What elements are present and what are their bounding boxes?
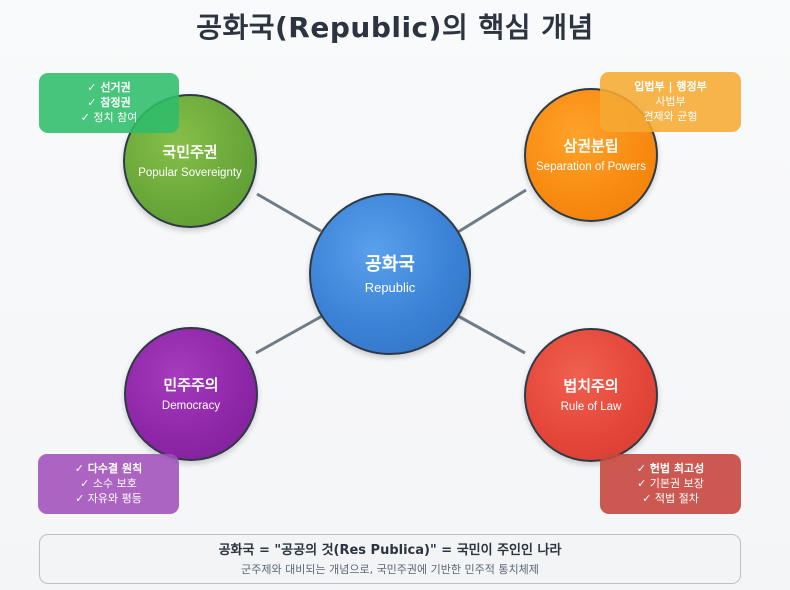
definition-footer: 공화국 = "공공의 것(Res Publica)" = 국민이 주인인 나라 … — [39, 534, 741, 584]
info-item: ✓ 기본권 보장 — [637, 477, 704, 490]
node-label-en: Rule of Law — [560, 400, 622, 413]
info-item: ✓ 참정권 — [87, 96, 131, 109]
node-popular-sovereignty: 국민주권 Popular Sovereignty — [123, 94, 257, 228]
info-box-separation-of-powers: 입법부 | 행정부 사법부 견제와 균형 — [600, 72, 741, 132]
node-label-ko: 삼권분립 — [563, 136, 619, 155]
info-item: 사법부 — [655, 95, 686, 108]
node-label-ko: 민주주의 — [163, 375, 219, 394]
info-item: ✓ 선거권 — [87, 81, 131, 94]
connector-top-right — [457, 188, 527, 234]
connector-bottom-left — [255, 313, 325, 355]
info-item: 견제와 균형 — [643, 110, 698, 123]
footer-main-text: 공화국 = "공공의 것(Res Publica)" = 국민이 주인인 나라 — [218, 543, 562, 558]
info-item: ✓ 정치 참여 — [80, 111, 138, 124]
node-label-en: Democracy — [161, 399, 221, 412]
center-label-en: Republic — [364, 279, 416, 295]
connector-bottom-right — [457, 314, 526, 355]
info-item: ✓ 소수 보호 — [80, 477, 137, 490]
node-democracy: 민주주의 Democracy — [124, 327, 258, 461]
page-title: 공화국(Republic)의 핵심 개념 — [196, 11, 594, 44]
node-label-ko: 국민주권 — [162, 142, 218, 161]
connector-top-left — [256, 192, 322, 233]
node-label-ko: 법치주의 — [563, 376, 619, 395]
node-label-en: Popular Sovereignty — [138, 166, 242, 179]
info-item: ✓ 헌법 최고성 — [636, 462, 705, 475]
footer-sub-text: 군주제와 대비되는 개념으로, 국민주권에 기반한 민주적 통치체제 — [241, 563, 539, 576]
info-item: ✓ 적법 절차 — [642, 492, 699, 505]
node-label-en: Separation of Powers — [536, 160, 646, 173]
center-label-ko: 공화국 — [365, 253, 415, 275]
info-item: 입법부 | 행정부 — [634, 80, 707, 93]
info-item: ✓ 자유와 평등 — [75, 492, 142, 505]
info-box-rule-of-law: ✓ 헌법 최고성 ✓ 기본권 보장 ✓ 적법 절차 — [600, 454, 741, 514]
node-rule-of-law: 법치주의 Rule of Law — [524, 328, 658, 462]
info-box-popular-sovereignty: ✓ 선거권 ✓ 참정권 ✓ 정치 참여 — [39, 73, 179, 133]
node-republic-center: 공화국 Republic — [309, 193, 471, 355]
info-box-democracy: ✓ 다수결 원칙 ✓ 소수 보호 ✓ 자유와 평등 — [38, 454, 179, 514]
info-item: ✓ 다수결 원칙 — [74, 462, 143, 475]
